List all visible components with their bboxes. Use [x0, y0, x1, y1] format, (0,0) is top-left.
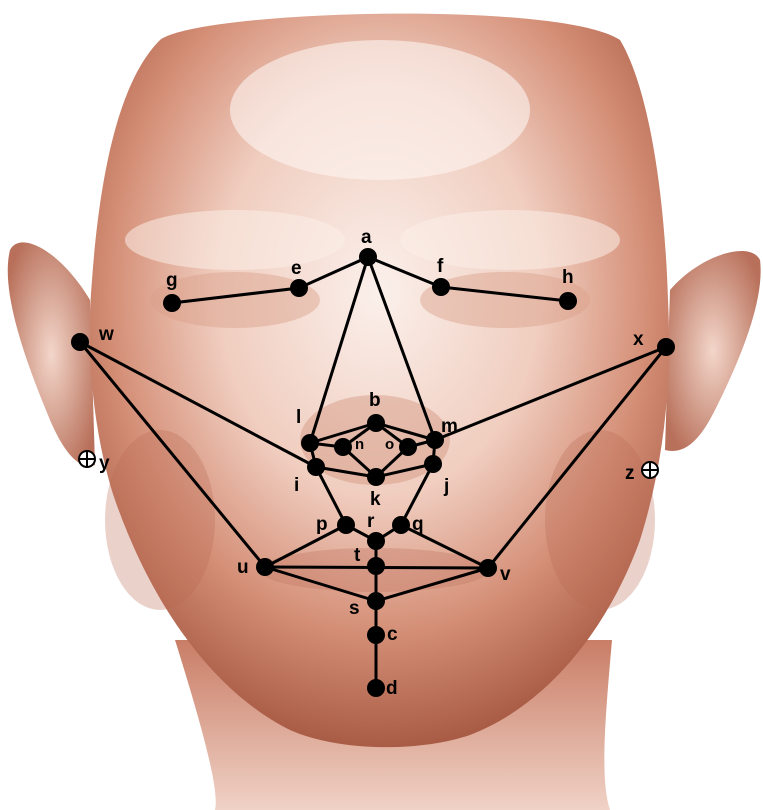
point-d — [367, 679, 385, 697]
point-e — [290, 279, 308, 297]
point-w — [71, 333, 89, 351]
point-u — [256, 558, 274, 576]
label-q: q — [412, 514, 424, 535]
label-h: h — [562, 267, 574, 288]
point-a — [359, 248, 377, 266]
label-v: v — [500, 564, 511, 585]
label-n: n — [355, 436, 364, 453]
right-brow-highlight — [400, 210, 620, 270]
right-cheek-shade — [545, 430, 655, 610]
point-b — [367, 414, 385, 432]
label-s: s — [349, 598, 360, 619]
point-h — [559, 292, 577, 310]
point-r — [367, 532, 385, 550]
left-cheek-shade — [105, 430, 215, 610]
forehead-highlight — [230, 40, 530, 180]
label-d: d — [386, 678, 398, 699]
point-y-crosshair-icon — [79, 451, 95, 467]
label-w: w — [98, 324, 114, 345]
label-u: u — [237, 557, 249, 578]
label-j: j — [443, 476, 449, 497]
point-i — [307, 458, 325, 476]
point-p — [337, 516, 355, 534]
label-c: c — [387, 624, 398, 645]
point-l — [301, 434, 319, 452]
point-f — [432, 278, 450, 296]
right-ear-shape — [665, 251, 761, 451]
left-ear-shape — [8, 242, 95, 466]
point-x — [657, 338, 675, 356]
label-g: g — [166, 270, 178, 291]
label-e: e — [291, 258, 302, 279]
point-z-crosshair-icon — [642, 462, 658, 478]
point-j — [424, 455, 442, 473]
point-t — [367, 557, 385, 575]
label-o: o — [385, 436, 394, 453]
label-z: z — [625, 463, 635, 484]
label-m: m — [441, 416, 458, 437]
point-g — [163, 294, 181, 312]
label-k: k — [370, 489, 381, 510]
point-v — [479, 559, 497, 577]
point-o — [399, 438, 417, 456]
point-n — [334, 438, 352, 456]
label-b: b — [369, 390, 381, 411]
label-p: p — [316, 514, 328, 535]
point-q — [392, 516, 410, 534]
point-c — [367, 626, 385, 644]
label-i: i — [294, 475, 299, 496]
label-f: f — [437, 256, 444, 277]
point-s — [367, 592, 385, 610]
label-r: r — [367, 511, 375, 532]
label-y: y — [99, 453, 110, 474]
label-l: l — [296, 407, 301, 428]
label-x: x — [633, 329, 644, 350]
label-a: a — [361, 227, 372, 248]
point-k — [367, 468, 385, 486]
left-brow-highlight — [125, 210, 345, 270]
label-t: t — [354, 545, 361, 566]
